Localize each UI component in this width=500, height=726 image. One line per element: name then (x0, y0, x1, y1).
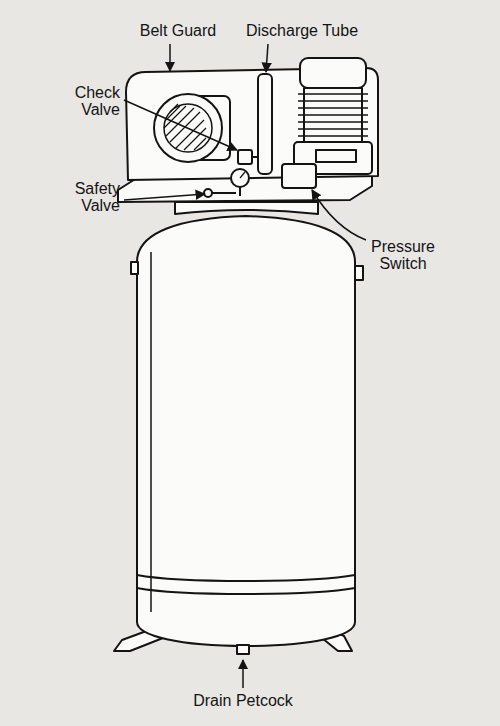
cylinder-fins (298, 94, 368, 136)
pump-head (300, 58, 366, 88)
leader-arrow (266, 44, 268, 72)
air-tank (137, 216, 355, 646)
pressure-gauge (231, 169, 249, 187)
safety-valve-ring (204, 189, 212, 197)
pump-plate (316, 150, 356, 162)
gauge-needle (240, 172, 245, 178)
leader-arrow (242, 660, 244, 688)
discharge-tube (258, 74, 272, 174)
mount-saddle (175, 202, 318, 214)
leader-arrow (169, 44, 171, 71)
leader-arrow (312, 190, 366, 240)
leader-arrow (124, 194, 205, 200)
tank-band (137, 575, 355, 581)
part-label: Pressure Switch (362, 238, 444, 272)
tank-highlight (150, 252, 152, 612)
part-label: Belt Guard (126, 22, 230, 39)
tank-bracket (355, 266, 363, 280)
part-label: Discharge Tube (238, 22, 366, 39)
drain-petcock (237, 645, 249, 654)
gauge-stem (239, 187, 241, 196)
pressure-switch (282, 164, 316, 188)
part-label: Drain Petcock (183, 692, 303, 709)
check-valve (238, 150, 252, 164)
part-label: Safety Valve (56, 180, 120, 214)
leader-arrow (124, 100, 237, 150)
tank-bracket (131, 262, 138, 274)
part-label: Check Valve (56, 84, 120, 118)
tank-band (137, 588, 355, 594)
check-valve-pipe (252, 156, 258, 158)
